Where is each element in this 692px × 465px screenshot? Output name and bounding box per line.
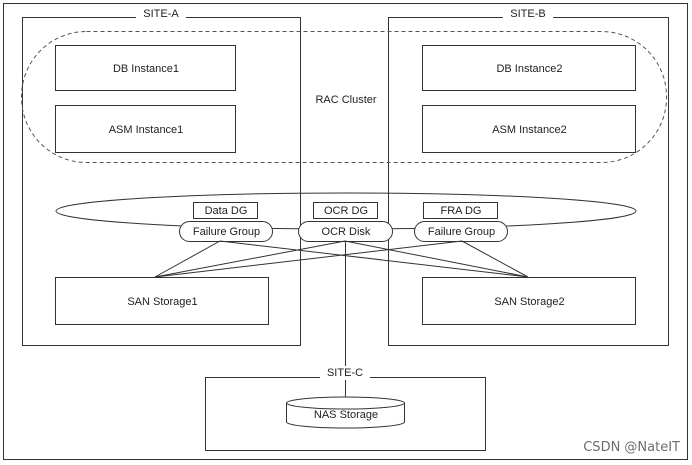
rac-cluster-boundary: [21, 31, 667, 163]
asm-instance2-label: ASM Instance2: [492, 124, 567, 136]
site-b-label: SITE-B: [503, 7, 553, 21]
link-ocr-san2: [344, 240, 529, 278]
asm-instance1-label: ASM Instance1: [108, 124, 184, 136]
san-storage2-label: SAN Storage2: [494, 296, 565, 308]
link-fg2-san1: [154, 240, 463, 278]
fra-dg-box: [423, 202, 498, 219]
ocr-disk-label: OCR Disk: [321, 226, 371, 238]
site-c-label: SITE-C: [320, 366, 370, 380]
db-instance2-label: DB Instance2: [496, 63, 563, 75]
rac-cluster-label: RAC Cluster: [315, 94, 377, 106]
data-dg-box: [193, 202, 258, 219]
ocr-dg-box: [313, 202, 378, 219]
fra-dg-label: FRA DG: [440, 205, 482, 217]
link-fg2-san2: [461, 240, 529, 278]
nas-cylinder-top: [286, 396, 405, 410]
san-storage1-label: SAN Storage1: [127, 296, 198, 308]
db-instance1-box: [55, 45, 236, 91]
nas-storage-label: NAS Storage: [313, 409, 379, 421]
failure-group-2-label: Failure Group: [427, 226, 496, 238]
failure-group-1-label: Failure Group: [192, 226, 261, 238]
link-fg1-san1: [154, 240, 221, 278]
san-storage2-box: [422, 277, 636, 325]
asm-instance2-box: [422, 105, 636, 153]
watermark-text: CSDN @NateIT: [583, 440, 680, 455]
db-instance2-box: [422, 45, 636, 91]
outer-frame: [3, 3, 688, 460]
site-a-label: SITE-A: [136, 7, 186, 21]
link-fg1-san2: [219, 240, 529, 278]
link-ocr-san1: [154, 240, 346, 278]
data-dg-label: Data DG: [204, 205, 248, 217]
db-instance1-label: DB Instance1: [112, 63, 180, 75]
ocr-dg-label: OCR DG: [324, 205, 368, 217]
asm-instance1-box: [55, 105, 236, 153]
nas-storage-cylinder: [286, 403, 405, 429]
san-storage1-box: [55, 277, 269, 325]
